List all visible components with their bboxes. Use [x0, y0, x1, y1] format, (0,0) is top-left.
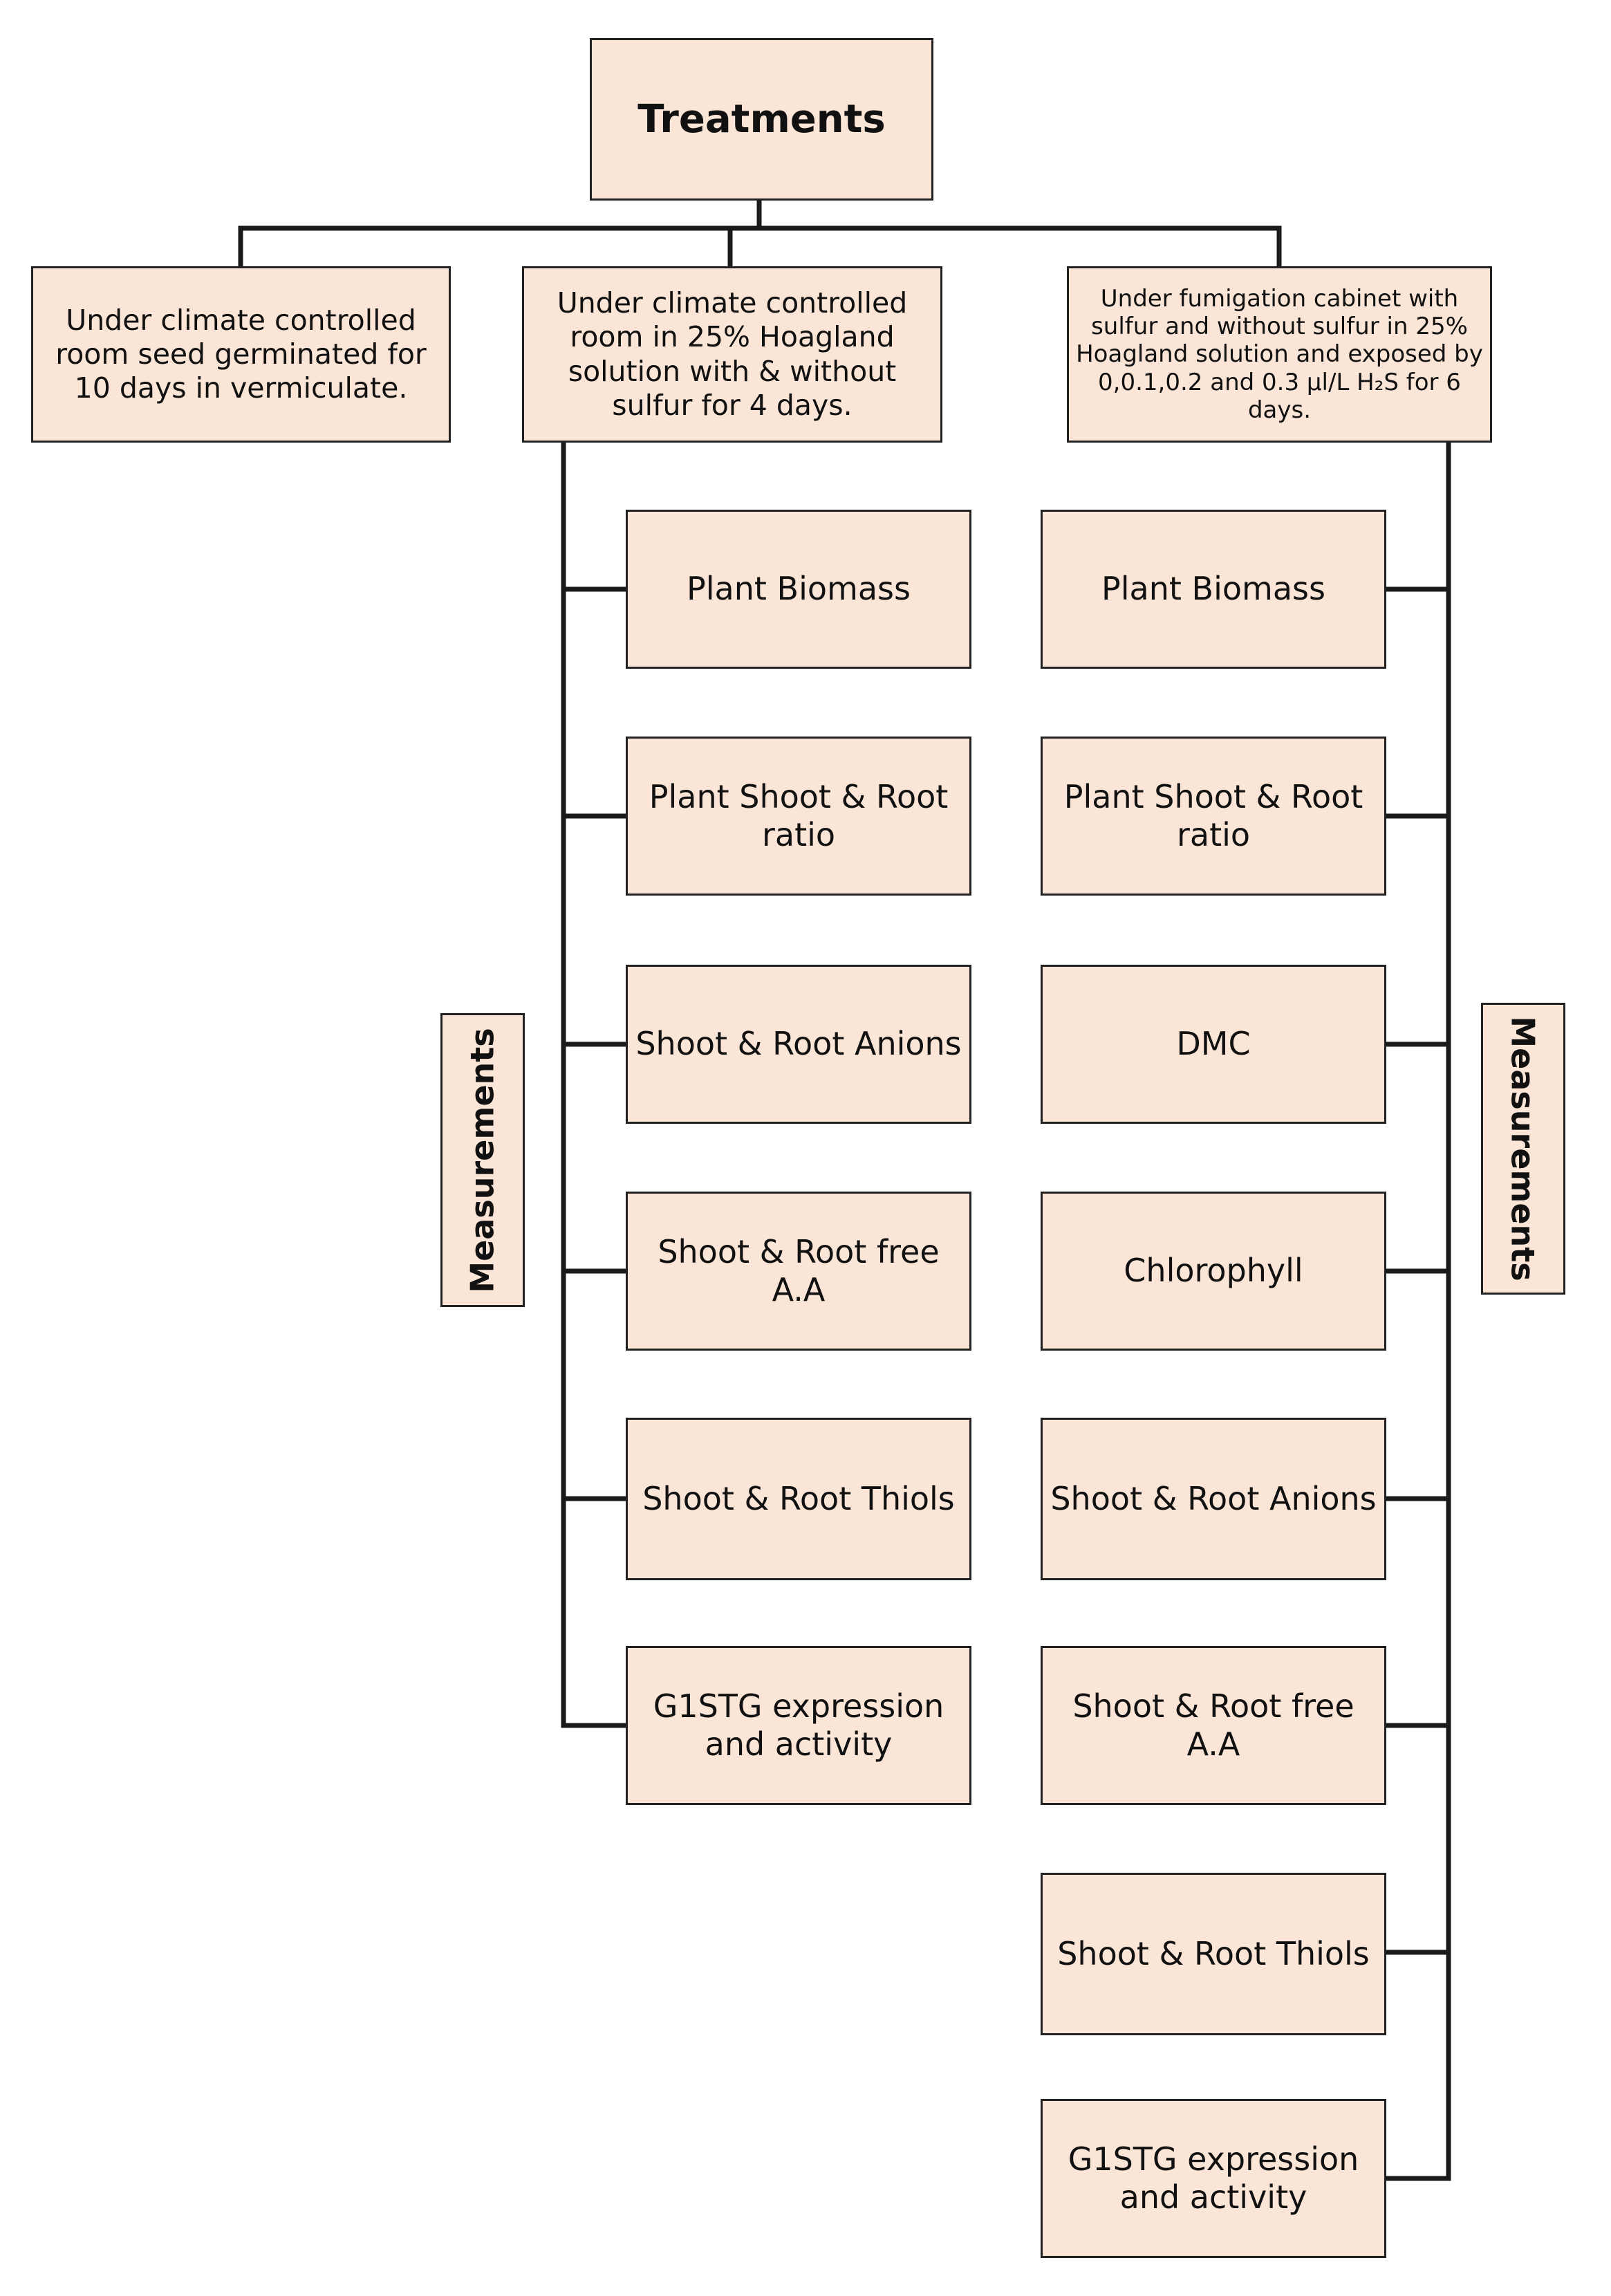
- treatments-title: Treatments: [637, 96, 886, 142]
- germination-condition-box: Under climate controlled room seed germi…: [31, 266, 451, 443]
- right-measurement-box: Plant Shoot & Root ratio: [1041, 737, 1386, 896]
- left-measurement-box: Plant Biomass: [626, 510, 971, 669]
- left-measurement-box: Shoot & Root Anions: [626, 965, 971, 1124]
- right-measurement-label: Plant Shoot & Root ratio: [1063, 777, 1363, 853]
- right-measurement-label: DMC: [1176, 1025, 1251, 1063]
- treatments-box: Treatments: [590, 38, 933, 201]
- left-measurement-box: Plant Shoot & Root ratio: [626, 737, 971, 896]
- left-measurement-label: Plant Biomass: [687, 570, 911, 608]
- right-measurements-text: Measurements: [1505, 1016, 1542, 1281]
- left-measurement-box: Shoot & Root Thiols: [626, 1418, 971, 1580]
- right-measurement-label: Chlorophyll: [1124, 1252, 1303, 1290]
- right-measurement-box: Shoot & Root Anions: [1041, 1418, 1386, 1580]
- right-measurement-box: Chlorophyll: [1041, 1192, 1386, 1351]
- left-measurements-text: Measurements: [464, 1027, 501, 1293]
- right-measurement-label: Shoot & Root Anions: [1050, 1479, 1377, 1517]
- right-measurements-label: Measurements: [1481, 1003, 1565, 1295]
- left-measurement-label: Shoot & Root Thiols: [642, 1479, 955, 1517]
- right-measurement-label: G1STG expression and activity: [1068, 2140, 1359, 2216]
- right-measurement-box: G1STG expression and activity: [1041, 2099, 1386, 2258]
- fumigation-condition-text: Under fumigation cabinet with sulfur and…: [1076, 285, 1483, 424]
- left-measurement-label: Plant Shoot & Root ratio: [649, 777, 949, 853]
- left-measurement-box: Shoot & Root free A.A: [626, 1192, 971, 1351]
- left-measurement-label: Shoot & Root Anions: [635, 1025, 962, 1063]
- hoagland-condition-box: Under climate controlled room in 25% Hoa…: [522, 266, 942, 443]
- fumigation-condition-box: Under fumigation cabinet with sulfur and…: [1067, 266, 1492, 443]
- right-measurement-label: Shoot & Root free A.A: [1072, 1687, 1354, 1763]
- left-measurements-label: Measurements: [440, 1013, 525, 1307]
- right-measurement-box: Shoot & Root free A.A: [1041, 1646, 1386, 1805]
- right-measurement-box: Plant Biomass: [1041, 510, 1386, 669]
- right-measurement-label: Shoot & Root Thiols: [1057, 1934, 1370, 1972]
- left-measurement-box: G1STG expression and activity: [626, 1646, 971, 1805]
- left-measurement-label: G1STG expression and activity: [653, 1687, 944, 1763]
- right-measurement-box: DMC: [1041, 965, 1386, 1124]
- right-measurement-label: Plant Biomass: [1101, 570, 1325, 608]
- left-measurement-label: Shoot & Root free A.A: [658, 1232, 940, 1308]
- hoagland-condition-text: Under climate controlled room in 25% Hoa…: [557, 286, 908, 422]
- germination-condition-text: Under climate controlled room seed germi…: [55, 303, 427, 405]
- right-measurement-box: Shoot & Root Thiols: [1041, 1873, 1386, 2035]
